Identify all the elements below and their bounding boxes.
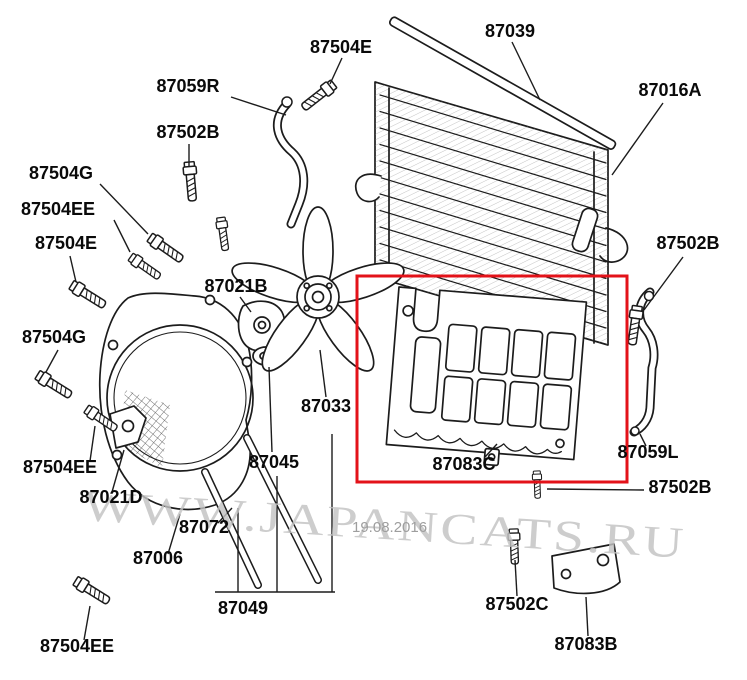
part-label-87006[interactable]: 87006: [133, 548, 183, 568]
panel-hole: [543, 331, 577, 381]
panel-hole: [510, 328, 544, 379]
parts-artwork: [33, 16, 659, 608]
bracket-hole: [630, 426, 640, 436]
bolt-icon-87504G-lower: [33, 368, 75, 402]
part-label-87502C[interactable]: 87502C: [485, 594, 548, 614]
bolt-icon-87504EE-upper: [126, 251, 164, 283]
part-label-87016A[interactable]: 87016A: [638, 80, 701, 100]
panel-hole: [539, 383, 573, 431]
panel-hole: [477, 326, 511, 376]
part-label-87083C[interactable]: 87083C: [432, 454, 495, 474]
stud-icon-87021B: [214, 216, 232, 252]
plate-hole: [596, 553, 610, 567]
plate-hole: [560, 568, 572, 580]
part-label-87021D[interactable]: 87021D: [79, 487, 142, 507]
part-label-87504E-top[interactable]: 87504E: [310, 37, 372, 57]
fan-hub-center: [311, 290, 325, 304]
part-label-87502B-right[interactable]: 87502B: [656, 233, 719, 253]
part-label-87504EE-mid[interactable]: 87504EE: [23, 457, 97, 477]
part-87006-fan-shroud: [98, 292, 254, 511]
part-label-87504G-lower[interactable]: 87504G: [22, 327, 86, 347]
part-label-87502B-lower-right[interactable]: 87502B: [648, 477, 711, 497]
part-87016A-condenser: [354, 81, 629, 346]
part-label-87072[interactable]: 87072: [179, 517, 229, 537]
shroud-opening-rim: [113, 331, 247, 465]
part-label-87033[interactable]: 87033: [301, 396, 351, 416]
bolt-icon-87504EE-bottom: [71, 574, 113, 608]
part-label-87059R[interactable]: 87059R: [156, 76, 219, 96]
panel-scallops: [393, 429, 562, 455]
condenser-pipe-left: [354, 173, 382, 203]
panel-hole-small: [402, 304, 414, 317]
part-label-87045[interactable]: 87045: [249, 452, 299, 472]
panel-hole: [440, 375, 474, 423]
bolt-icon-87504E-left: [67, 278, 109, 312]
fan-hub-bolt: [303, 282, 311, 290]
pin-icon-87502B-lower-right: [531, 470, 543, 499]
part-label-87083B[interactable]: 87083B: [554, 634, 617, 654]
bolt-icon-87504E-top: [298, 77, 339, 114]
part-label-87021B[interactable]: 87021B: [204, 276, 267, 296]
panel-hole: [409, 336, 442, 414]
shroud-mount-hole: [107, 339, 119, 351]
condenser-pipe-right: [599, 227, 629, 263]
part-87072-stays: [201, 434, 322, 589]
part-label-87502B-upper-left[interactable]: 87502B: [156, 122, 219, 142]
part-87039-seal-bar: [388, 16, 617, 150]
panel-tab-hole: [487, 453, 496, 461]
part-label-87504G-upper[interactable]: 87504G: [29, 163, 93, 183]
part-labels: 87039 87504E 87059R 87016A 87502B 87504G…: [21, 21, 720, 656]
bolt-icon-87502B-upper-left: [181, 160, 200, 203]
condenser-fins: [375, 82, 608, 345]
panel-hole: [444, 323, 478, 373]
part-label-87049[interactable]: 87049: [218, 598, 268, 618]
fan-hub-bolt: [325, 282, 333, 290]
highlight-box: [355, 274, 629, 484]
bracket-hole: [253, 316, 271, 334]
fan-hub-bolt: [325, 304, 333, 312]
bracket-hole: [281, 96, 293, 108]
bracket-hole-center: [257, 320, 267, 330]
receiver-drier: [571, 207, 599, 253]
part-label-87059L[interactable]: 87059L: [617, 442, 678, 462]
bracket-hole: [121, 419, 135, 433]
part-87021D-bracket: [109, 405, 147, 449]
leader-lines: [45, 41, 684, 641]
panel-hole: [473, 378, 507, 426]
part-87083C-fin-guard: [385, 286, 588, 467]
shroud-mount-hole: [241, 356, 253, 368]
panel-hole-small: [555, 438, 565, 449]
panel-hole: [506, 380, 540, 428]
shroud-mount-hole: [204, 294, 216, 306]
watermark-date: 19.08.2016: [352, 519, 427, 536]
part-label-87504EE-bottom[interactable]: 87504EE: [40, 636, 114, 656]
part-label-87504E-left[interactable]: 87504E: [35, 233, 97, 253]
shroud-mount-hole: [111, 449, 123, 461]
part-87083B-plate: [551, 543, 621, 595]
part-87033-fan: [231, 206, 405, 372]
shroud-opening: [106, 324, 254, 472]
part-label-87504EE-upper[interactable]: 87504EE: [21, 199, 95, 219]
bolt-icon-87504G-upper: [145, 231, 187, 266]
part-label-87039[interactable]: 87039: [485, 21, 535, 41]
part-87059R-bracket: [272, 96, 309, 229]
fan-hub-bolt: [303, 304, 311, 312]
